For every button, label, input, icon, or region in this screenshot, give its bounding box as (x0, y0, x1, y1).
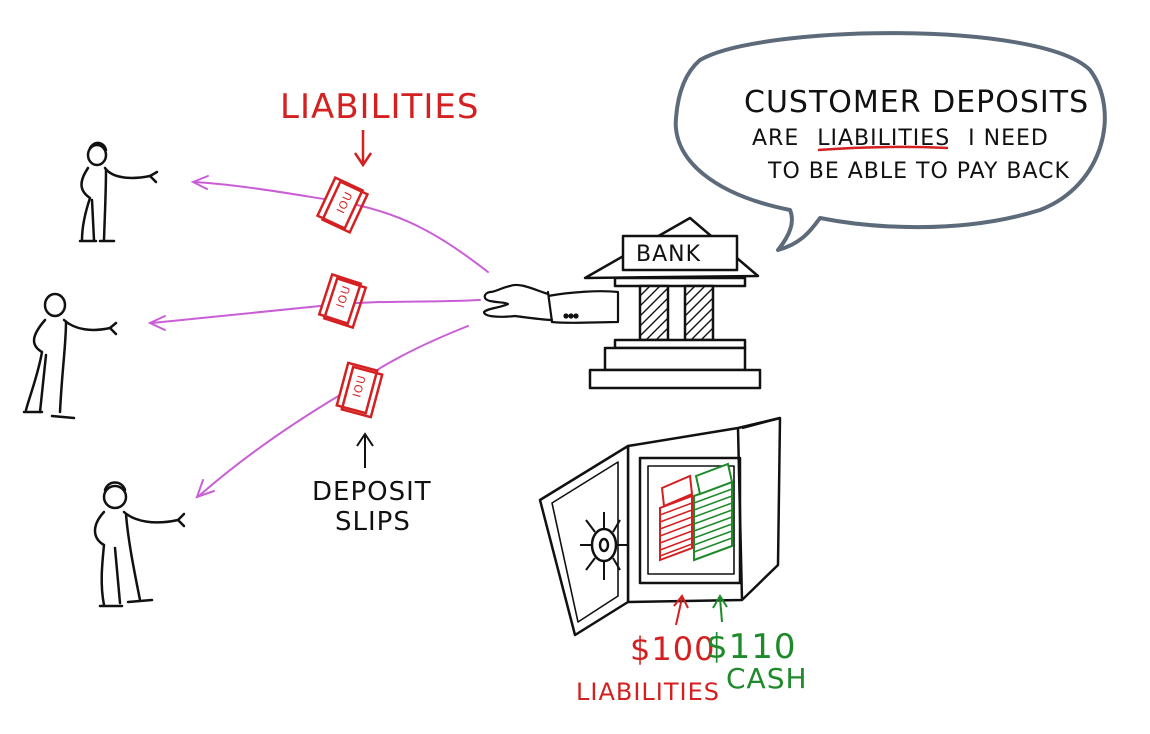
purple-arrows (147, 175, 489, 499)
svg-text:IOU: IOU (350, 373, 369, 399)
speech-line-2a: ARE (752, 126, 799, 151)
liabilities-underline (817, 145, 949, 152)
deposit-slips: IOU IOU IOU (315, 175, 384, 419)
red-up-arrow (673, 594, 689, 626)
iou-slip-3: IOU (335, 361, 384, 419)
speech-line-2c: I NEED (968, 126, 1049, 151)
speech-bubble: CUSTOMER DEPOSITS ARE LIABILITIES I NEED… (673, 31, 1107, 252)
bank-building-icon: BANK (583, 216, 762, 390)
liabilities-heading: LIABILITIES (280, 87, 479, 127)
down-arrow-red (353, 130, 373, 168)
bank-sign: BANK (636, 242, 701, 267)
speech-line-1: CUSTOMER DEPOSITS (744, 85, 1089, 120)
up-arrow-black (356, 432, 374, 468)
liabilities-cash-stack-icon (659, 474, 694, 562)
person-1-icon (78, 141, 159, 243)
speech-line-3: TO BE ABLE TO PAY BACK (767, 159, 1070, 184)
liabilities-amount: $100 (630, 630, 715, 668)
deposit-slips-label-1: DEPOSIT (312, 477, 432, 507)
cash-amount: $110 (706, 627, 797, 667)
outstretched-hand-icon (482, 283, 620, 324)
cash-amount-label: CASH (726, 662, 808, 695)
person-3-icon (93, 481, 186, 608)
cash-stack-icon (693, 462, 734, 562)
svg-text:ARE LIABILITIES I: ARE LIABILITIES I NEED (752, 126, 1049, 151)
iou-slip-2: IOU (317, 272, 368, 330)
green-up-arrow (712, 594, 728, 623)
deposit-slips-label-2: SLIPS (335, 507, 411, 537)
iou-slip-1: IOU (315, 175, 370, 235)
person-2-icon (22, 292, 118, 420)
liabilities-amount-label: LIABILITIES (576, 678, 720, 706)
